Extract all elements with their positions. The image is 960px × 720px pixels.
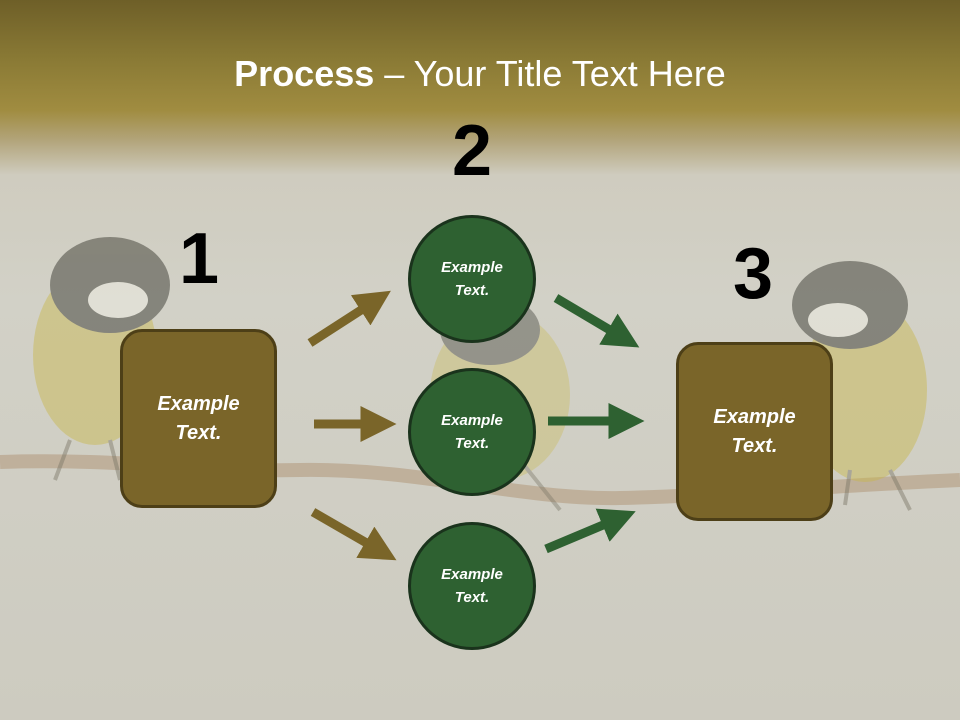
title-rest: – Your Title Text Here: [374, 53, 726, 94]
step-2-item-2-text: Example Text.: [441, 412, 503, 452]
step-3-text: Example Text.: [713, 405, 796, 457]
arrow-from-bottom-circle: [544, 508, 636, 554]
step-2-circle-top: Example Text.: [408, 215, 536, 343]
step-1-number: 1: [178, 219, 220, 299]
step-1-text: Example Text.: [157, 392, 240, 444]
step-2-circle-bottom: Example Text.: [408, 522, 536, 650]
title-bold: Process: [234, 53, 375, 94]
step-2-number: 2: [451, 111, 493, 191]
step-2-item-3-text: Example Text.: [441, 566, 503, 606]
step-3-number: 3: [732, 234, 774, 314]
arrow-to-top-circle: [307, 290, 391, 347]
step-1-box: Example Text.: [120, 329, 277, 508]
step-3-box: Example Text.: [676, 342, 833, 521]
step-2-item-1-text: Example Text.: [441, 259, 503, 299]
step-2-circle-middle: Example Text.: [408, 368, 536, 496]
arrow-to-bottom-circle: [310, 508, 397, 561]
arrow-from-top-circle: [553, 294, 640, 348]
slide-title: Process – Your Title Text Here: [0, 52, 960, 96]
bird-right: [792, 261, 927, 511]
